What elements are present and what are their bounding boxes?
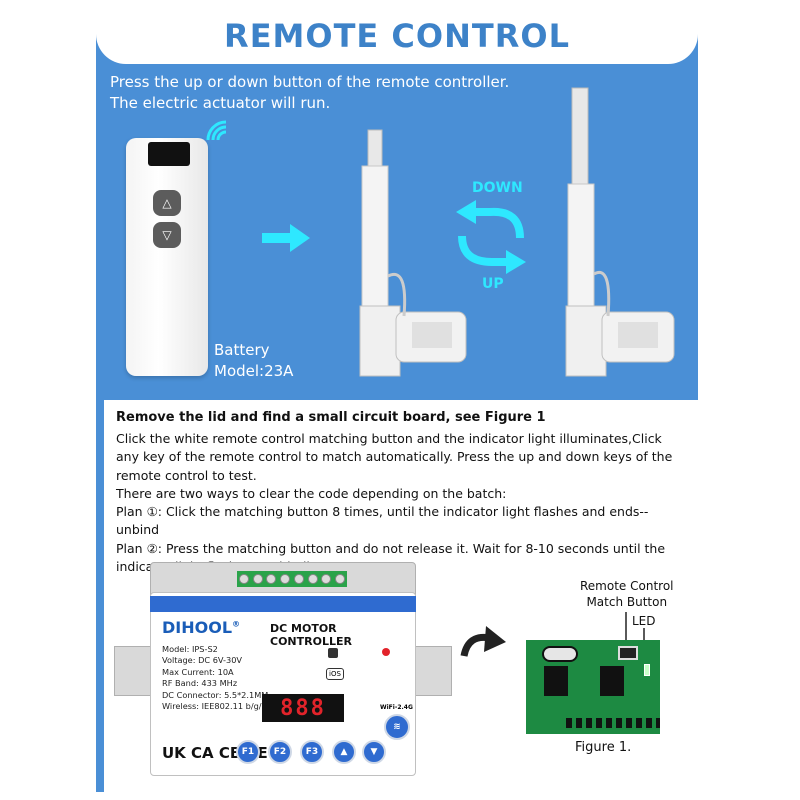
brand-logo: DIHOOL® — [162, 618, 241, 637]
wifi-button[interactable]: ≋ — [384, 714, 410, 740]
instructions-heading: Remove the lid and find a small circuit … — [116, 410, 546, 425]
mounting-ear-right — [410, 646, 452, 696]
battery-model: Model:23A — [214, 362, 294, 380]
f2-button[interactable]: F2 — [268, 740, 292, 764]
led-indicator — [644, 664, 650, 676]
linear-actuator-extended — [565, 87, 675, 377]
spec-list: Model: IPS-S2 Voltage: DC 6V-30V Max Cur… — [162, 644, 268, 712]
f1-button[interactable]: F1 — [236, 740, 260, 764]
pin-header — [566, 718, 660, 728]
chip-right — [600, 666, 624, 696]
remote-controller: △ ▽ — [126, 138, 208, 376]
spec-model: Model: IPS-S2 — [162, 644, 218, 654]
linear-actuator-retracted — [359, 129, 467, 377]
triangle-down-icon: ▽ — [162, 228, 172, 242]
intro-line-2: The electric actuator will run. — [110, 94, 331, 112]
remote-down-button[interactable]: ▽ — [153, 222, 181, 248]
f3-button[interactable]: F3 — [300, 740, 324, 764]
battery-info: Battery Model:23A — [214, 340, 293, 382]
dc-motor-controller: DIHOOL® DC MOTOR CONTROLLER Model: IPS-S… — [114, 562, 452, 776]
power-led — [382, 648, 390, 656]
spec-wireless: Wireless: IEE802.11 b/g/n — [162, 701, 267, 712]
match-button-label: Remote Control Match Button — [580, 579, 674, 609]
up-button[interactable]: ▲ — [332, 740, 356, 764]
spec-rf-band: RF Band: 433 MHz — [162, 678, 238, 689]
intro-line-1: Press the up or down button of the remot… — [110, 73, 510, 91]
chip-left — [544, 666, 568, 696]
crystal-oscillator — [542, 646, 578, 662]
remote-up-button[interactable]: △ — [153, 190, 181, 216]
curved-arrow-icon — [460, 626, 506, 657]
led-display: 888 — [262, 694, 344, 722]
terminal-block — [237, 571, 347, 587]
controller-title: DC MOTOR CONTROLLER — [270, 622, 352, 648]
controller-top-band — [150, 596, 416, 612]
spec-dc-connector: DC Connector: 5.5*2.1MM — [162, 689, 269, 700]
instructions-paragraph-1: Click the white remote control matching … — [116, 431, 673, 483]
wifi-icon: ≋ — [393, 722, 401, 732]
circuit-board — [526, 640, 660, 734]
triangle-down-icon: ▼ — [370, 747, 378, 757]
ios-badge: iOS — [326, 668, 344, 680]
cycle-arrows-icon — [456, 200, 526, 274]
page-title: REMOTE CONTROL — [224, 17, 570, 55]
terminal-cover — [150, 562, 416, 596]
instructions-body: Click the white remote control matching … — [116, 430, 682, 576]
instructions-paragraph-2: There are two ways to clear the code dep… — [116, 485, 507, 501]
intro-text: Press the up or down button of the remot… — [110, 72, 509, 114]
wireless-signal-icon — [206, 120, 227, 141]
battery-label: Battery — [214, 341, 270, 359]
down-button[interactable]: ▼ — [362, 740, 386, 764]
mounting-ear-left — [114, 646, 156, 696]
android-icon — [328, 648, 338, 658]
arrow-right-icon — [262, 224, 310, 252]
up-label: UP — [482, 276, 504, 292]
figure-caption: Figure 1. — [575, 740, 632, 755]
down-label: DOWN — [472, 180, 523, 196]
triangle-up-icon: ▲ — [340, 747, 348, 757]
title-bar: REMOTE CONTROL — [96, 8, 698, 64]
spec-voltage: Voltage: DC 6V-30V — [162, 655, 242, 666]
triangle-up-icon: △ — [162, 196, 172, 210]
led-label: LED — [632, 614, 656, 628]
wifi-label: WiFi-2.4G — [380, 704, 413, 711]
instructions-plan-1: Plan ①: Click the matching button 8 time… — [116, 504, 649, 538]
match-button[interactable] — [618, 646, 638, 660]
remote-indicator — [148, 142, 190, 166]
spec-current: Max Current: 10A — [162, 666, 234, 677]
